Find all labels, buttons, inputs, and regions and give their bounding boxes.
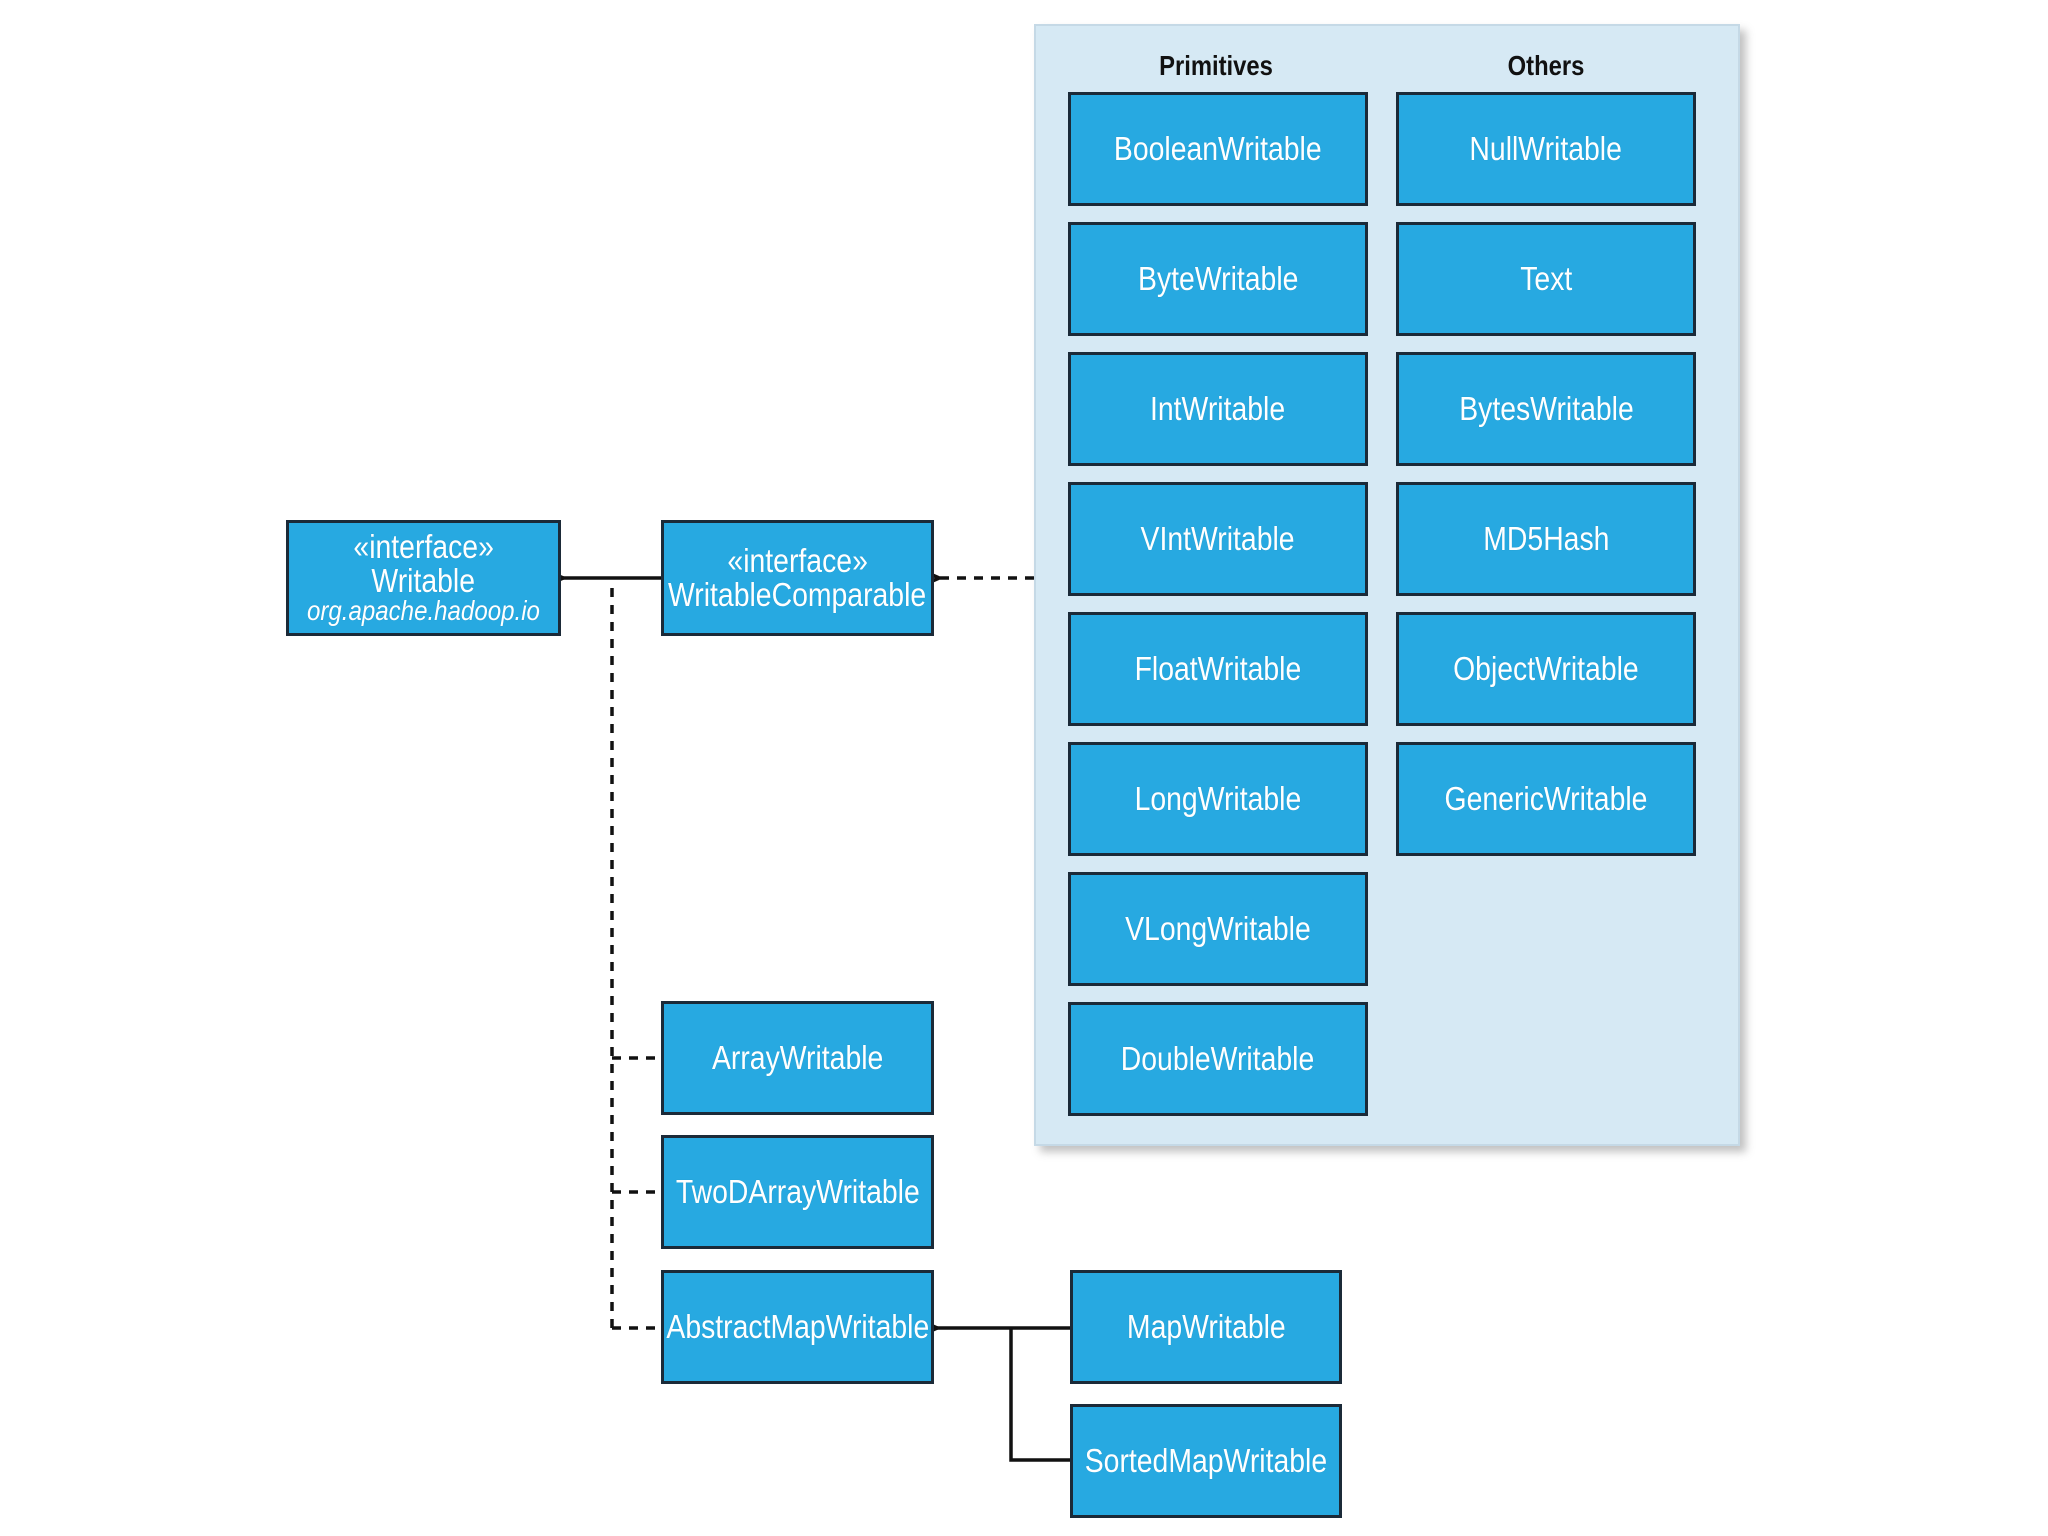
mapwritable-label: MapWritable: [1126, 1308, 1286, 1346]
other-box-objectwritable: ObjectWritable: [1396, 612, 1696, 726]
other-box-text: Text: [1396, 222, 1696, 336]
primitive-box-booleanwritable: BooleanWritable: [1068, 92, 1368, 206]
other-label: NullWritable: [1469, 130, 1623, 168]
primitive-box-intwritable: IntWritable: [1068, 352, 1368, 466]
primitive-label: DoubleWritable: [1121, 1040, 1315, 1078]
primitive-label: IntWritable: [1150, 390, 1286, 428]
primitive-box-longwritable: LongWritable: [1068, 742, 1368, 856]
sortedmapwritable-label: SortedMapWritable: [1084, 1442, 1328, 1480]
primitive-label: ByteWritable: [1137, 260, 1299, 298]
primitive-label: FloatWritable: [1134, 650, 1302, 688]
other-label: BytesWritable: [1458, 390, 1634, 428]
twodarraywritable-box: TwoDArrayWritable: [661, 1135, 934, 1249]
primitive-label: LongWritable: [1134, 780, 1302, 818]
primitive-box-vintwritable: VIntWritable: [1068, 482, 1368, 596]
other-label: ObjectWritable: [1453, 650, 1639, 688]
writable-package: org.apache.hadoop.io: [307, 595, 540, 627]
abstractmapwritable-box: AbstractMapWritable: [661, 1270, 934, 1384]
primitives-header: Primitives: [1159, 50, 1273, 81]
writable-name: Writable: [371, 561, 476, 599]
writable-interface-box: «interface» Writable org.apache.hadoop.i…: [286, 520, 561, 636]
arraywritable-box: ArrayWritable: [661, 1001, 934, 1115]
twodarraywritable-label: TwoDArrayWritable: [675, 1173, 920, 1211]
primitive-box-doublewritable: DoubleWritable: [1068, 1002, 1368, 1116]
other-label: GenericWritable: [1444, 780, 1648, 818]
others-header: Others: [1507, 50, 1585, 81]
writablecomparable-stereotype: «interface»: [727, 542, 868, 580]
other-label: Text: [1519, 260, 1573, 298]
mapwritable-box: MapWritable: [1070, 1270, 1342, 1384]
other-box-byteswritable: BytesWritable: [1396, 352, 1696, 466]
primitive-label: BooleanWritable: [1114, 130, 1322, 168]
primitive-label: VLongWritable: [1125, 910, 1311, 948]
writablecomparable-interface-box: «interface» WritableComparable: [661, 520, 934, 636]
primitive-box-vlongwritable: VLongWritable: [1068, 872, 1368, 986]
abstractmapwritable-label: AbstractMapWritable: [666, 1308, 929, 1346]
primitive-box-bytewritable: ByteWritable: [1068, 222, 1368, 336]
writable-implementations-panel: Primitives Others BooleanWritable ByteWr…: [1034, 24, 1740, 1146]
sortedmapwritable-box: SortedMapWritable: [1070, 1404, 1342, 1518]
other-box-md5hash: MD5Hash: [1396, 482, 1696, 596]
other-label: MD5Hash: [1482, 520, 1610, 558]
primitive-box-floatwritable: FloatWritable: [1068, 612, 1368, 726]
writable-stereotype: «interface»: [353, 528, 494, 566]
writablecomparable-name: WritableComparable: [668, 576, 927, 613]
other-box-genericwritable: GenericWritable: [1396, 742, 1696, 856]
arraywritable-label: ArrayWritable: [711, 1039, 884, 1077]
primitive-label: VIntWritable: [1140, 520, 1296, 558]
extends-line-sortedmap-to-abstractmap: [1009, 1328, 1070, 1462]
other-box-nullwritable: NullWritable: [1396, 92, 1696, 206]
